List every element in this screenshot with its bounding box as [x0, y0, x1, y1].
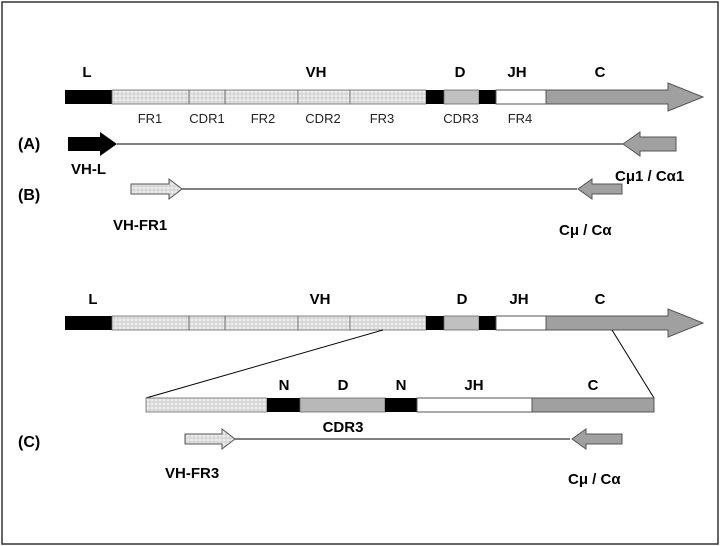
bottom-label-d: D [457, 291, 468, 308]
top-segment-cdr2 [297, 89, 351, 105]
zoom-segment-jh [416, 397, 533, 413]
zoom-cdr3-label: CDR3 [323, 419, 364, 436]
top-region-cdr2: CDR2 [305, 111, 340, 126]
bottom-label-jh: JH [509, 291, 528, 308]
panel-c-reverse-primer: Cμ / Cα [568, 471, 621, 488]
zoom-label-d: D [338, 377, 349, 394]
bottom-segment-c-arrow [545, 308, 705, 338]
bottom-segment-fr1 [111, 315, 190, 331]
zoom-connector-left [145, 329, 384, 399]
panel-a-reverse-primer: Cμ1 / Cα1 [615, 168, 684, 185]
zoom-segment-fr3 [145, 397, 268, 413]
panel-a-tag: (A) [18, 136, 40, 153]
top-segment-fr3 [349, 89, 427, 105]
top-region-fr2: FR2 [251, 111, 276, 126]
top-segment-fr1 [111, 89, 190, 105]
bottom-segment-fr3 [349, 315, 427, 331]
bottom-segment-n1 [426, 316, 444, 330]
top-segment-l [65, 90, 112, 104]
bottom-segment-l [65, 316, 112, 330]
bottom-gene: L VH D JH C [65, 291, 705, 338]
panel-c-tag: (C) [18, 434, 40, 451]
top-region-fr4: FR4 [508, 111, 533, 126]
top-segment-c-arrow [545, 82, 705, 112]
panel-a-forward-primer: VH-L [71, 161, 106, 178]
panel-b-reverse-primer: Cμ / Cα [559, 222, 612, 239]
zoom-segment-n1 [267, 398, 300, 412]
bottom-segment-jh [495, 315, 547, 331]
zoom-label-c: C [588, 377, 599, 394]
panel-c: (C) VH-FR3 Cμ / Cα [18, 427, 623, 488]
bottom-label-vh: VH [310, 291, 331, 308]
top-region-cdr3: CDR3 [443, 111, 478, 126]
panel-c-forward-primer: VH-FR3 [165, 465, 219, 482]
top-segment-fr2 [224, 89, 299, 105]
zoom-segment-c [531, 397, 655, 413]
top-gene: L VH D JH C FR1 CDR1 FR2 CDR2 FR3 CDR3 F… [65, 64, 705, 126]
bottom-segment-n2 [479, 316, 496, 330]
top-segment-d [443, 89, 480, 105]
primer-cmu1-calpha1-arrow [622, 131, 677, 157]
primer-vh-fr3-arrow [184, 427, 236, 451]
top-segment-cdr1 [188, 89, 226, 105]
primer-vh-fr1-arrow [130, 177, 183, 201]
top-label-jh: JH [507, 64, 526, 81]
primer-cmu-calpha-arrow-c [571, 428, 623, 450]
bottom-segment-d [443, 315, 480, 331]
top-segment-n1 [426, 90, 444, 104]
bottom-label-l: L [88, 291, 97, 308]
panel-b: (B) VH-FR1 Cμ / Cα [18, 177, 623, 239]
primer-vh-l-arrow [68, 132, 117, 156]
zoom-connector-right [611, 329, 655, 399]
panel-a: (A) VH-L Cμ1 / Cα1 [18, 131, 684, 185]
top-label-d: D [455, 64, 466, 81]
top-region-cdr1: CDR1 [189, 111, 224, 126]
top-label-vh: VH [306, 64, 327, 81]
top-label-c: C [595, 64, 606, 81]
top-region-fr1: FR1 [138, 111, 163, 126]
panel-b-tag: (B) [18, 187, 40, 204]
top-segment-n2 [479, 90, 496, 104]
primer-cmu-calpha-arrow-b [577, 178, 623, 200]
top-label-l: L [82, 64, 91, 81]
bottom-segment-cdr2 [297, 315, 351, 331]
top-segment-jh [495, 89, 547, 105]
bottom-label-c: C [595, 291, 606, 308]
bottom-segment-fr2 [224, 315, 299, 331]
zoom-segment-d [299, 397, 386, 413]
panel-b-forward-primer: VH-FR1 [113, 217, 167, 234]
zoom-label-n1: N [279, 377, 290, 394]
zoom-segment-n2 [385, 398, 417, 412]
zoom-label-n2: N [396, 377, 407, 394]
top-region-fr3: FR3 [370, 111, 395, 126]
bottom-segment-cdr1 [188, 315, 226, 331]
zoom-label-jh: JH [464, 377, 483, 394]
zoomed-cdr3-region: N D N JH C CDR3 [145, 377, 655, 436]
